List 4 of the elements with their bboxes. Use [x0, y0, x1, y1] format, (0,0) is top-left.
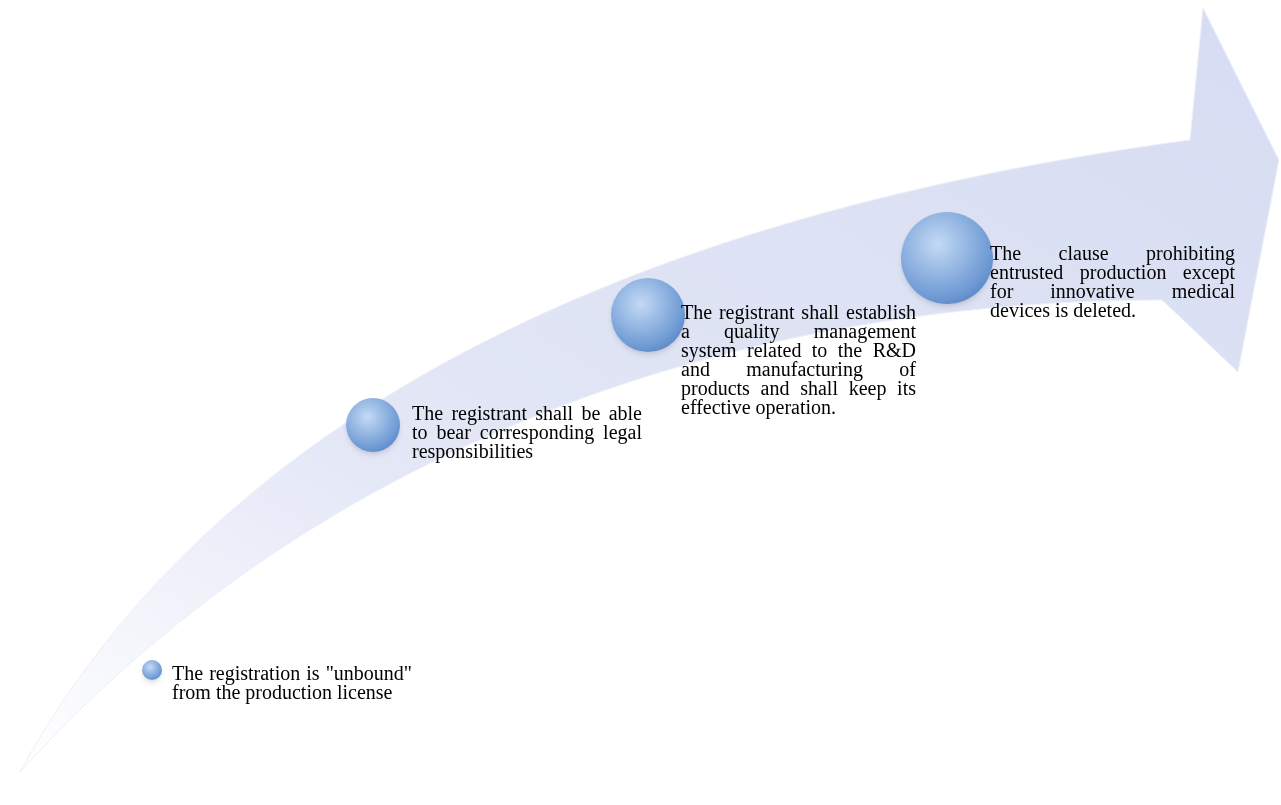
milestone-description: The registration is "unbound" from the production license [172, 664, 412, 702]
milestone-description: The clause prohibiting entrusted production except for innovative medical devices is deleted. [990, 244, 1235, 320]
milestone-description: The registrant shall be able to bear corresponding legal responsibilities [412, 404, 642, 461]
milestone-description: The registrant shall establish a quality management system related to the R&D and manufacturing of products and shall keep its effective operation. [681, 303, 916, 417]
